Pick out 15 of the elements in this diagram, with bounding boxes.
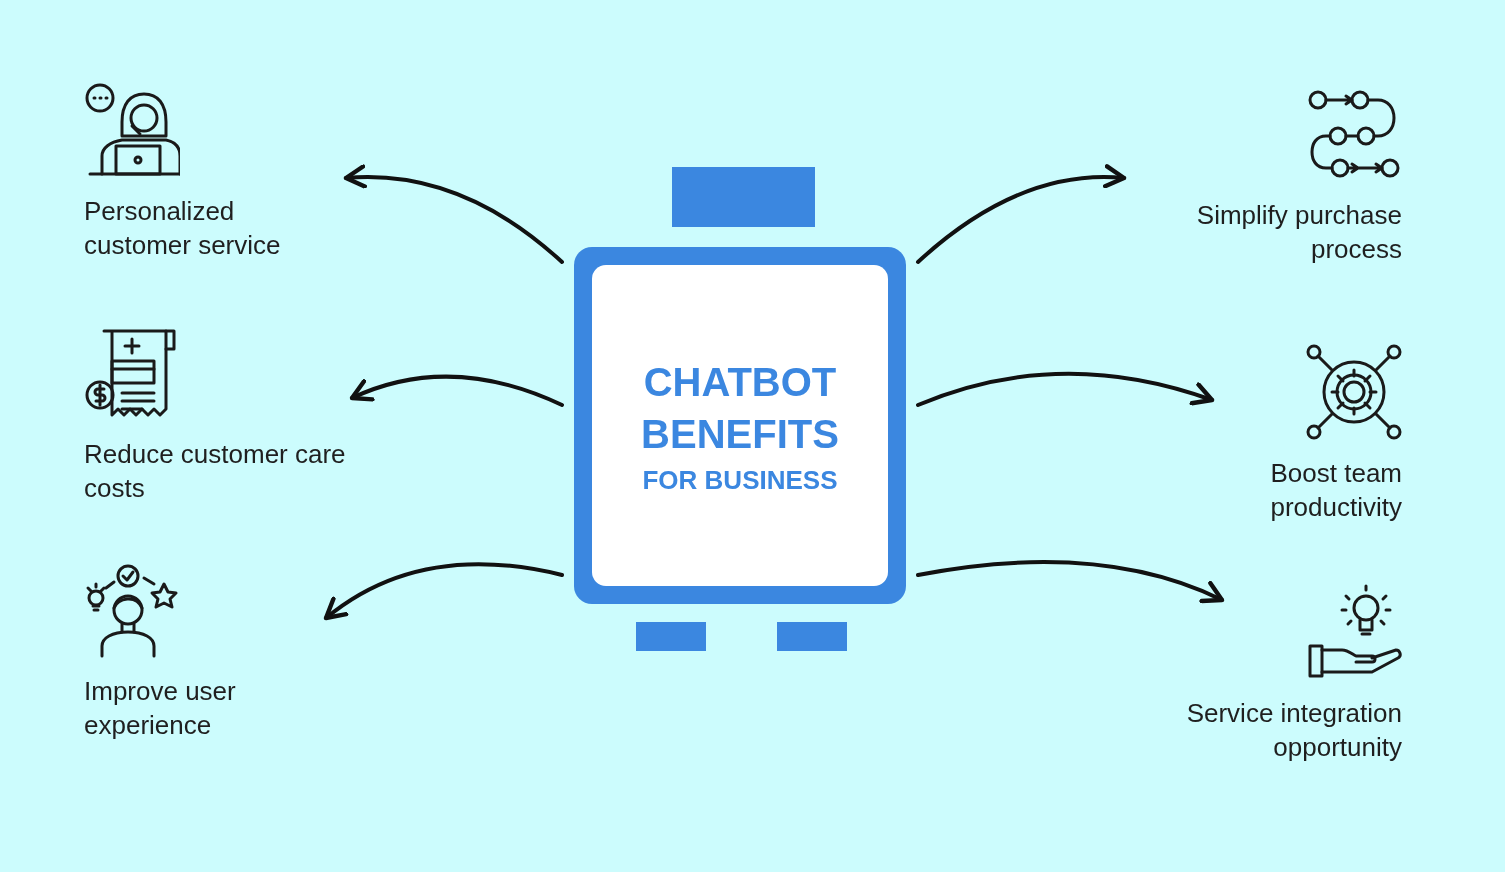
benefit-label: Reduce customer care costs	[84, 438, 346, 505]
benefit-label: Personalized customer service	[84, 195, 282, 262]
curved-arrow	[349, 374, 564, 407]
benefit-label: Service integration opportunity	[1185, 697, 1402, 764]
curved-arrow	[916, 164, 1127, 264]
curved-arrow	[323, 562, 564, 621]
curved-arrow	[916, 560, 1225, 604]
chatbot-device-drawing	[574, 167, 906, 651]
title-text: CHATBOT BENEFITS	[640, 358, 840, 458]
benefit-label: Boost team productivity	[1269, 457, 1402, 524]
benefit-label: Simplify purchase process	[1195, 199, 1402, 266]
subtitle-text: FOR BUSINESS	[642, 463, 838, 496]
curved-arrow	[916, 371, 1215, 407]
benefit-label: Improve user experience	[84, 675, 237, 742]
curved-arrow	[343, 164, 564, 264]
